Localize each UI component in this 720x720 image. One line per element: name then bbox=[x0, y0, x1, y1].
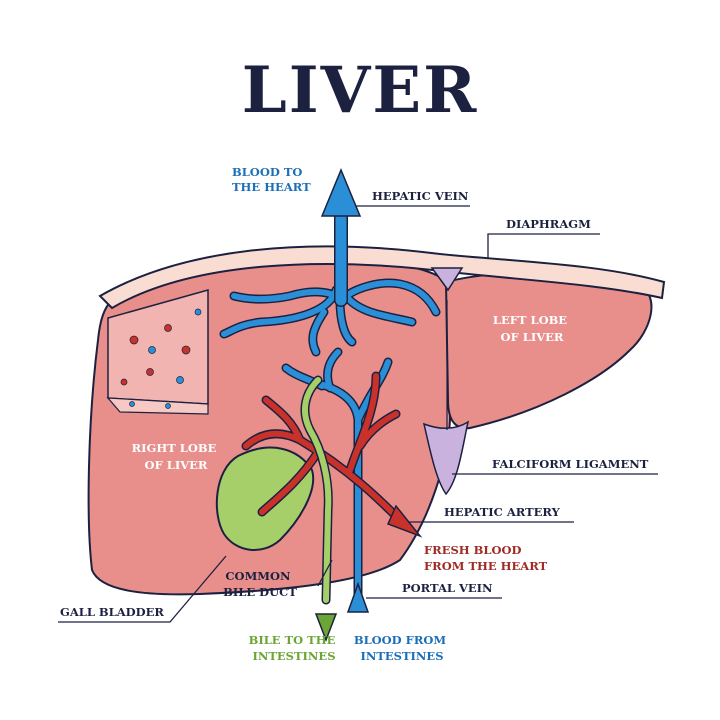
labels: BLOOD TO THE HEART HEPATIC VEIN DIAPHRAG… bbox=[60, 165, 649, 663]
bile-to-intestines-label: BILE TO THE INTESTINES bbox=[249, 633, 340, 663]
blood-from-intestines-label: BLOOD FROM INTESTINES bbox=[354, 633, 450, 663]
right-lobe-label: RIGHT LOBE OF LIVER bbox=[132, 441, 221, 472]
portal-vein-label: PORTAL VEIN bbox=[402, 581, 493, 595]
page-title: LIVER bbox=[242, 53, 479, 128]
blood-to-heart-label: BLOOD TO THE HEART bbox=[232, 165, 311, 194]
fresh-blood-label: FRESH BLOOD FROM THE HEART bbox=[424, 543, 548, 573]
hepatic-artery-label: HEPATIC ARTERY bbox=[444, 505, 561, 519]
left-lobe-label: LEFT LOBE OF LIVER bbox=[493, 313, 571, 344]
leader-lines bbox=[58, 205, 658, 623]
falciform-ligament bbox=[422, 267, 470, 496]
tissue-cutaway bbox=[106, 289, 209, 415]
falciform-ligament-label: FALCIFORM LIGAMENT bbox=[492, 457, 649, 471]
left-lobe-shape bbox=[444, 270, 653, 430]
diaphragm-label: DIAPHRAGM bbox=[506, 217, 591, 231]
hepatic-vein bbox=[219, 168, 441, 357]
common-bile-duct bbox=[300, 375, 338, 643]
portal-vein bbox=[281, 347, 393, 613]
gall-bladder bbox=[215, 446, 315, 552]
gall-bladder-label: GALL BLADDER bbox=[60, 605, 164, 619]
hepatic-artery bbox=[241, 371, 423, 538]
diaphragm-band bbox=[98, 245, 666, 310]
hepatic-vein-label: HEPATIC VEIN bbox=[372, 189, 469, 203]
common-bile-duct-label: COMMON BILE DUCT bbox=[223, 569, 297, 599]
